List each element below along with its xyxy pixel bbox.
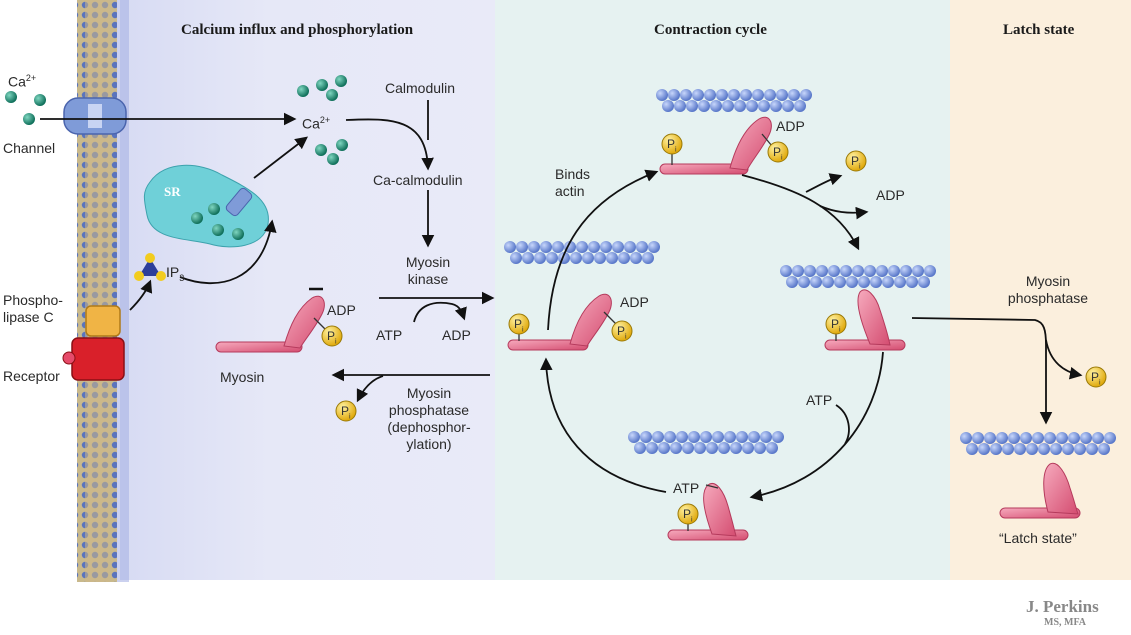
latch-phosphatase-label-line1: Myosin (1025, 273, 1071, 289)
pi-label: Pi (1091, 370, 1101, 387)
ip3-molecule (134, 253, 166, 281)
adp-released-label: ADP (876, 187, 905, 203)
adp-top-label: ADP (776, 118, 805, 134)
myosin-label: Myosin (220, 369, 265, 385)
myosin-kinase-label-line1: Myosin (405, 254, 451, 270)
cycle-panel-title: Contraction cycle (654, 22, 767, 38)
actin-filament-latch (960, 432, 1116, 455)
adp-myosin-label: ADP (327, 302, 356, 318)
receptor (62, 337, 125, 381)
myosin-head-latch (999, 462, 1081, 519)
latch-state-caption: “Latch state” (999, 530, 1077, 546)
pi-label: Pi (773, 145, 783, 162)
calcium-ions (5, 75, 348, 240)
adp-label-left: ADP (442, 327, 471, 343)
artist-signature: J. Perkins (1026, 597, 1099, 616)
pi-label: Pi (514, 317, 524, 334)
actin-filament-right (780, 265, 936, 288)
pi-label: Pi (617, 324, 627, 341)
artist-credentials: MS, MFA (1044, 617, 1087, 628)
ca-inside-label: Ca2+ (302, 115, 331, 132)
calcium-panel-title: Calcium influx and phosphorylation (181, 22, 414, 38)
cell-membrane (77, 0, 129, 582)
dephosphorylation-label-line2: ylation) (406, 436, 452, 452)
phosphate-bond-lines (313, 133, 837, 531)
atp-label-left: ATP (376, 327, 403, 343)
channel-label: Channel (3, 140, 56, 156)
phosphate-pi-group (321, 133, 1107, 525)
calcium-channel (63, 97, 127, 135)
pi-label: Pi (831, 317, 841, 334)
dephosphorylation-label-line1: (dephosphor- (387, 419, 471, 435)
adp-cycle-left-label: ADP (620, 294, 649, 310)
actin-filament-left (504, 241, 660, 264)
binds-actin-label-line1: Binds (555, 166, 591, 182)
calmodulin-label: Calmodulin (385, 80, 456, 96)
calcium-influx-panel: Calcium influx and phosphorylation (120, 0, 495, 580)
myosin-head-cycle-right (824, 289, 906, 351)
myosin-phosphatase-label-line2: phosphatase (388, 402, 470, 418)
receptor-label: Receptor (3, 368, 60, 384)
pi-label: Pi (667, 137, 677, 154)
atp-right-label: ATP (806, 392, 833, 408)
sarcoplasmic-reticulum (143, 164, 269, 248)
phospholipase-label-line1: Phospho- (3, 292, 63, 308)
myosin-head-cycle-bottom (667, 483, 749, 541)
actin-filament-top (656, 89, 812, 112)
myosin-head-cycle-left (507, 293, 612, 351)
actin-filament-bottom (628, 431, 784, 454)
myosin-head-left (215, 287, 325, 353)
ca-calmodulin-label: Ca-calmodulin (373, 172, 463, 188)
latch-phosphatase-label-line2: phosphatase (1007, 290, 1089, 306)
myosin-phosphatase-label-line1: Myosin (406, 385, 452, 401)
ca-outside-label: Ca2+ (8, 73, 37, 90)
latch-panel-title: Latch state (1003, 22, 1075, 38)
phospholipase-c (85, 305, 121, 337)
sr-label: SR (164, 184, 181, 199)
myosin-head-cycle-top (659, 116, 772, 175)
pi-label: Pi (683, 507, 693, 524)
pi-label: Pi (851, 154, 861, 171)
latch-state-panel: Latch state (950, 0, 1131, 580)
atp-bottom-label: ATP (673, 480, 700, 496)
myosin-kinase-label-line2: kinase (407, 271, 449, 287)
pi-label: Pi (327, 329, 337, 346)
binds-actin-label-line2: actin (555, 183, 585, 199)
ip3-label: IP3 (166, 264, 185, 283)
pathway-arrows (40, 100, 1083, 502)
phospholipase-label-line2: lipase C (3, 309, 54, 325)
pi-label: Pi (341, 404, 351, 421)
